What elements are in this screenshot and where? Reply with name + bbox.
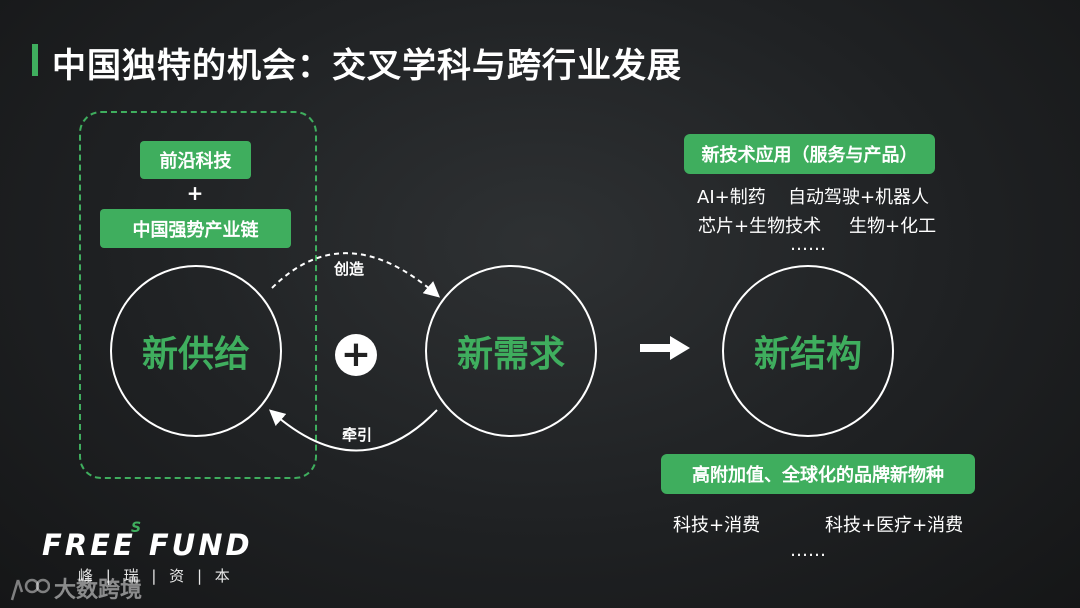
application-item: 芯片+生物技术 bbox=[698, 216, 822, 237]
new-structure-circle: 新结构 bbox=[722, 265, 894, 437]
application-item: 生物+化工 bbox=[849, 216, 937, 237]
frontier-tech-pill: 前沿科技 bbox=[140, 141, 251, 179]
industry-chain-pill: 中国强势产业链 bbox=[100, 209, 291, 248]
new-demand-label: 新需求 bbox=[456, 334, 565, 375]
new-supply-circle: 新供给 bbox=[110, 265, 282, 437]
page-title: 中国独特的机会：交叉学科与跨行业发展 bbox=[52, 46, 682, 86]
application-ellipsis: …… bbox=[790, 234, 826, 255]
application-item: AI+制药 bbox=[697, 187, 766, 208]
new-supply-label: 新供给 bbox=[141, 334, 250, 375]
new-tech-application-pill: 新技术应用（服务与产品） bbox=[684, 134, 935, 174]
watermark-logo-icon bbox=[10, 578, 50, 601]
supply-plus-sign: + bbox=[186, 181, 204, 205]
freesfund-logo-chinese: 峰 | 瑞 | 资 | 本 bbox=[78, 567, 234, 585]
brand-item: 科技+医疗+消费 bbox=[825, 515, 964, 536]
brand-species-pill: 高附加值、全球化的品牌新物种 bbox=[661, 454, 975, 494]
create-arrow-label: 创造 bbox=[334, 260, 365, 278]
new-demand-circle: 新需求 bbox=[425, 265, 597, 437]
plus-circle-icon: + bbox=[335, 334, 377, 376]
freesfund-logo: FREE FUND bbox=[42, 528, 253, 562]
watermark-text: 大数跨境 bbox=[54, 578, 143, 603]
right-arrow-icon bbox=[640, 336, 690, 360]
pull-arrow-label: 牵引 bbox=[342, 426, 373, 444]
new-structure-label: 新结构 bbox=[753, 334, 862, 375]
freesfund-logo-s: S bbox=[131, 520, 142, 536]
plus-operator: + bbox=[340, 334, 372, 375]
brand-item: 科技+消费 bbox=[673, 515, 761, 536]
application-item: 自动驾驶+机器人 bbox=[788, 187, 930, 208]
brand-ellipsis: …… bbox=[790, 540, 826, 561]
title-accent-bar bbox=[32, 44, 38, 76]
